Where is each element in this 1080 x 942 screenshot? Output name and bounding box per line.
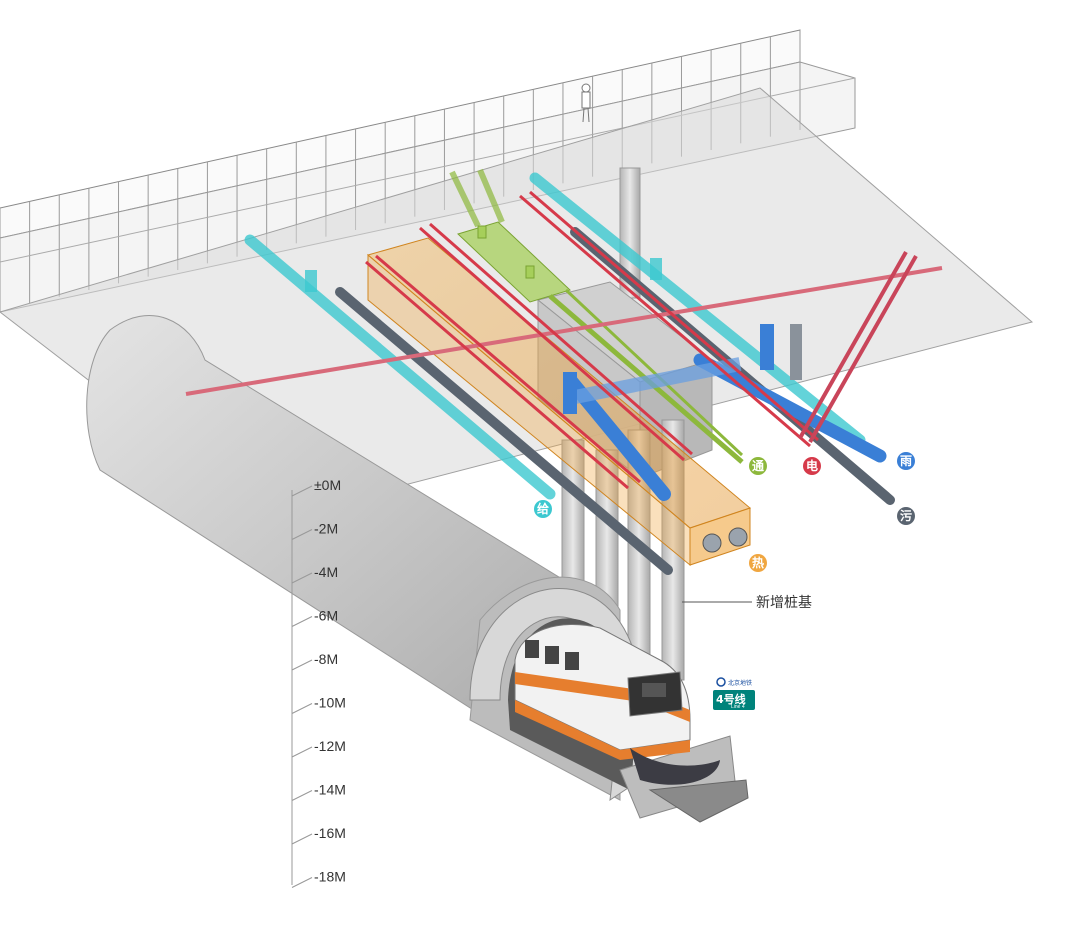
utility-tag-label: 电 bbox=[806, 458, 818, 473]
pedestrian-figure bbox=[581, 83, 591, 123]
utility-tag-label: 污 bbox=[900, 508, 912, 523]
utility-tag-circle bbox=[749, 554, 767, 572]
utility-tag-label: 通 bbox=[752, 458, 764, 473]
line-cn: 4号线 bbox=[716, 692, 746, 706]
depth-label: ±0M bbox=[314, 477, 341, 493]
power-cables bbox=[185, 190, 943, 490]
utility-tag-circle bbox=[897, 452, 915, 470]
depth-label: -16M bbox=[314, 825, 346, 841]
utility-tag-telecom: 通 bbox=[749, 457, 767, 475]
depth-tick bbox=[291, 659, 313, 671]
depth-label: -8M bbox=[314, 651, 338, 667]
depth-label: -14M bbox=[314, 782, 346, 798]
utility-tag-heat: 热 bbox=[749, 554, 767, 572]
line-en: Line 4 bbox=[731, 704, 745, 710]
depth-label: -10M bbox=[314, 695, 346, 711]
utility-tag-circle bbox=[749, 457, 767, 475]
utility-tag-water_supply: 给 bbox=[534, 500, 552, 518]
depth-tick bbox=[291, 485, 313, 497]
pile-label: 新增桩基 bbox=[756, 594, 812, 611]
utility-tag-circle bbox=[897, 507, 915, 525]
logo-text: 北京地铁 bbox=[728, 679, 752, 687]
depth-label: -2M bbox=[314, 521, 338, 537]
depth-tick bbox=[291, 877, 313, 888]
depth-label: -4M bbox=[314, 564, 338, 580]
depth-tick bbox=[291, 572, 313, 584]
telecom-duct bbox=[449, 168, 744, 464]
depth-tick bbox=[291, 746, 313, 758]
utility-tag-sewage: 污 bbox=[897, 507, 915, 525]
depth-tick bbox=[291, 529, 313, 540]
depth-label: -6M bbox=[314, 608, 338, 624]
depth-tick bbox=[291, 616, 313, 627]
utility-tag-circle bbox=[803, 457, 821, 475]
depth-tick bbox=[291, 703, 313, 714]
depth-scale: ±0M -2M -4M -6M -8M -10M -12M -14M -16M -18M bbox=[291, 477, 346, 888]
depth-tick bbox=[291, 790, 313, 801]
depth-tick bbox=[291, 833, 313, 845]
utility-tags: 给 通 电 雨污热 bbox=[534, 452, 915, 572]
depth-label: -18M bbox=[314, 869, 346, 885]
pile-callout: 新增桩基 bbox=[682, 594, 812, 611]
subway-train bbox=[514, 624, 720, 785]
depth-label: -12M bbox=[314, 738, 346, 754]
utility-tag-power: 电 bbox=[803, 457, 821, 475]
beijing-subway-logo-icon bbox=[716, 677, 726, 687]
utility-tag-label: 雨 bbox=[900, 454, 912, 468]
line-sign: 北京地铁 4号线 Line 4 bbox=[713, 677, 755, 710]
utility-tag-rain: 雨 bbox=[897, 452, 915, 470]
utility-tag-circle bbox=[534, 500, 552, 518]
utility-tag-label: 热 bbox=[752, 555, 764, 570]
line-badge bbox=[713, 690, 755, 710]
utility-tag-label: 给 bbox=[537, 501, 549, 516]
